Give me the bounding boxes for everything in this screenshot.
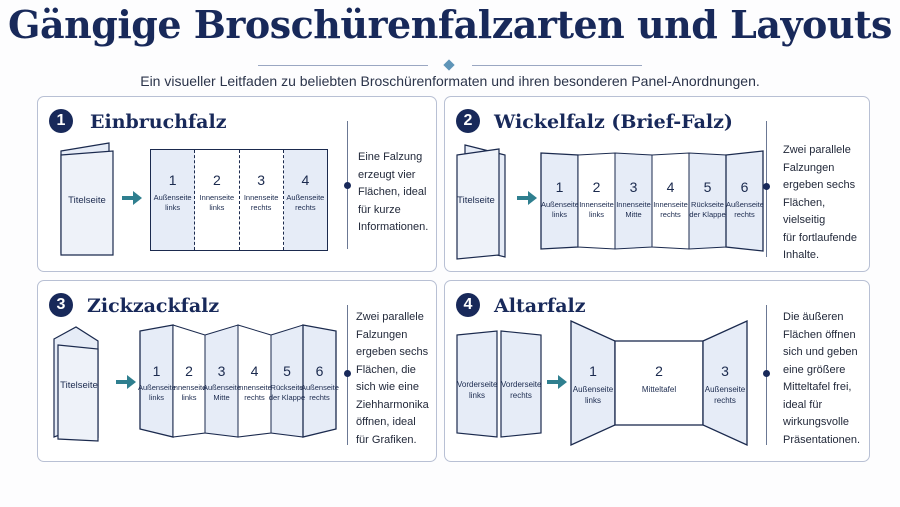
folded-brochure-icon: [456, 144, 506, 260]
panel-title: Einbruchfalz: [90, 111, 227, 133]
panel-zickzackfalz: 3 Zickzackfalz Titelseite 1 Außenseite l…: [37, 280, 437, 462]
connector-dot: [344, 182, 351, 189]
page-title: Gängige Broschürenfalzarten und Layouts: [8, 2, 892, 47]
panel-wickelfalz: 2 Wickelfalz (Brief-Falz) Titelseite 1 A…: [444, 96, 870, 272]
folded-brochure-icon: [53, 326, 99, 442]
page-subtitle: Ein visueller Leitfaden zu beliebten Bro…: [140, 73, 760, 89]
title-divider: [258, 59, 642, 72]
folded-cover-label: Titelseite: [457, 195, 495, 206]
panel-number-badge: 2: [456, 109, 480, 133]
folded-brochure-icon: [456, 330, 542, 438]
arrow-right-icon: [547, 375, 567, 389]
folded-brochure-icon: [60, 142, 114, 256]
panel-description: Die äußeren Flächen öffnen sich und gebe…: [783, 311, 861, 446]
unfolded-sheet: [139, 324, 337, 438]
unfolded-sheet: [540, 150, 764, 252]
panel-description: Zwei parallele Falzungen ergeben sechs F…: [356, 311, 429, 446]
diamond-ornament-icon: [443, 59, 455, 71]
arrow-right-icon: [517, 191, 537, 205]
panel-title: Altarfalz: [494, 295, 586, 317]
folded-cover-label: Titelseite: [60, 380, 98, 391]
brochure-page: 3 Innenseite rechts: [239, 150, 284, 250]
unfolded-sheet: [570, 319, 748, 447]
panel-number-badge: 4: [456, 293, 480, 317]
arrow-right-icon: [122, 191, 142, 205]
connector-dot: [763, 183, 770, 190]
brochure-page: 4 Außenseite rechts: [286, 172, 325, 212]
panel-einbruchfalz: 1 Einbruchfalz Titelseite 1 Außenseite l…: [37, 96, 437, 272]
panel-title: Wickelfalz (Brief-Falz): [494, 111, 733, 133]
folded-cover-label: Titelseite: [68, 195, 106, 206]
brochure-page: 1 Außenseite links: [151, 150, 196, 250]
unfolded-sheet: 1 Außenseite links 2 Innenseite links 3 …: [150, 149, 328, 251]
panel-title: Zickzackfalz: [87, 295, 220, 317]
panel-description: Eine Falzung erzeugt vier Flächen, ideal…: [358, 151, 429, 233]
arrow-right-icon: [116, 375, 136, 389]
connector-dot: [763, 370, 770, 377]
connector-dot: [344, 370, 351, 377]
panel-number-badge: 1: [49, 109, 73, 133]
panel-description: Zwei parallele Falzungen ergeben sechs F…: [783, 144, 857, 261]
brochure-page: 2 Innenseite links: [195, 150, 240, 250]
panel-altarfalz: 4 Altarfalz Vorderseite links Vorderseit…: [444, 280, 870, 462]
panel-number-badge: 3: [49, 293, 73, 317]
